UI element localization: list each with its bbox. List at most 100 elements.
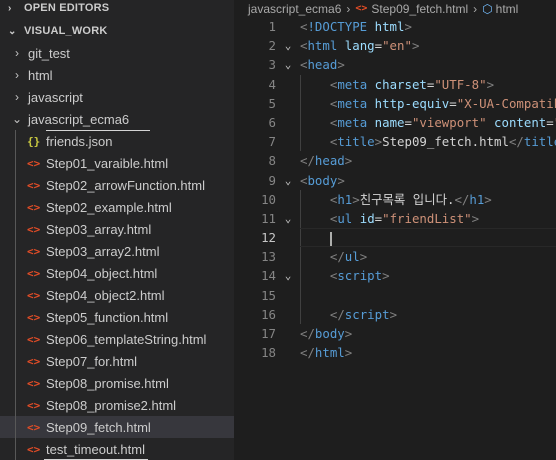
folder-item[interactable]: ⌄javascript_ecma6: [0, 108, 234, 130]
code-line[interactable]: 2⌄<html lang="en">: [234, 36, 556, 55]
file-item[interactable]: {}friends.json: [0, 130, 234, 152]
breadcrumb-file[interactable]: Step09_fetch.html: [371, 1, 469, 16]
fold-gutter: [276, 343, 300, 362]
code-content: <!DOCTYPE html>: [300, 17, 556, 36]
folder-item[interactable]: ›git_test: [0, 42, 234, 64]
code-line[interactable]: 14⌄<script>: [234, 266, 556, 286]
folder-item[interactable]: ›html: [0, 64, 234, 86]
file-item[interactable]: <>Step05_function.html: [0, 306, 234, 328]
code-line[interactable]: 1<!DOCTYPE html>: [234, 17, 556, 36]
code-token: html: [314, 345, 345, 361]
file-item[interactable]: <>Step08_promise.html: [0, 372, 234, 394]
code-line[interactable]: 7<title>Step09_fetch.html</title>: [234, 132, 556, 152]
code-line[interactable]: 9⌄<body>: [234, 171, 556, 190]
line-number: 3: [268, 57, 276, 73]
indent-guide: [300, 266, 301, 286]
code-content: </script>: [300, 304, 556, 324]
code-line[interactable]: 16</script>: [234, 304, 556, 324]
code-token: </: [329, 306, 345, 322]
html-file-icon: <>: [355, 3, 368, 14]
code-line[interactable]: 3⌄<head>: [234, 55, 556, 74]
line-number: 15: [261, 287, 276, 303]
chevron-right-icon: ›: [8, 2, 12, 14]
code-line[interactable]: 12: [234, 228, 556, 248]
code-token: >: [404, 19, 412, 34]
line-number: 2: [268, 38, 276, 54]
code-token: ul: [344, 249, 360, 265]
indent-guide: [15, 284, 16, 306]
code-line[interactable]: 18</html>: [234, 343, 556, 362]
code-line[interactable]: 4<meta charset="UTF-8">: [234, 74, 556, 94]
file-item[interactable]: <>Step02_arrowFunction.html: [0, 174, 234, 196]
code-token: <: [329, 114, 338, 130]
html-file-icon: <>: [27, 288, 41, 302]
file-item[interactable]: <>Step03_array.html: [0, 218, 234, 240]
fold-gutter: [276, 17, 300, 36]
open-editors-header[interactable]: › OPEN EDITORS: [0, 0, 234, 19]
indent-guide: [15, 328, 16, 350]
file-item[interactable]: <>test_timeout.html: [0, 438, 234, 460]
file-item[interactable]: <>Step03_array2.html: [0, 240, 234, 262]
html-file-icon: <>: [27, 354, 41, 368]
fold-chevron-icon[interactable]: ⌄: [284, 39, 292, 53]
open-editors-label: OPEN EDITORS: [24, 2, 110, 14]
code-content: <script>: [300, 266, 556, 286]
code-token: =: [374, 210, 383, 226]
code-token: Step09_fetch.html: [382, 134, 509, 150]
chevron-right-icon: ›: [346, 1, 351, 16]
fold-chevron-icon[interactable]: ⌄: [284, 58, 292, 72]
line-number: 17: [261, 326, 276, 341]
code-token: </: [508, 134, 524, 150]
code-line[interactable]: 15: [234, 285, 556, 305]
indent-guide: [300, 93, 301, 113]
fold-gutter: [276, 305, 300, 324]
code-line[interactable]: 5<meta http-equiv="X-UA-Compatible" cont…: [234, 93, 556, 113]
file-item[interactable]: <>Step09_fetch.html: [0, 416, 234, 438]
breadcrumb-symbol[interactable]: html: [495, 1, 519, 16]
chevron-right-icon: ›: [15, 68, 19, 82]
file-label: Step08_promise.html: [46, 375, 169, 391]
code-token: <: [329, 95, 338, 111]
file-item[interactable]: <>Step04_object.html: [0, 262, 234, 284]
code-line[interactable]: 8</head>: [234, 151, 556, 170]
fold-gutter: [276, 190, 300, 209]
html-file-icon: <>: [27, 156, 41, 170]
code-token: html: [374, 19, 405, 34]
file-item[interactable]: <>Step01_varaible.html: [0, 152, 234, 174]
fold-gutter: [276, 94, 300, 113]
fold-chevron-icon[interactable]: ⌄: [284, 269, 292, 283]
fold-chevron-icon[interactable]: ⌄: [284, 173, 292, 187]
code-token: script: [344, 306, 390, 322]
html-file-icon: <>: [27, 244, 41, 258]
chevron-down-icon: ⌄: [8, 25, 17, 37]
file-item[interactable]: <> Step02_example.html: [0, 196, 234, 218]
code-content: <meta name="viewport" content="width=dev…: [300, 112, 556, 133]
line-number: 9: [268, 172, 276, 188]
html-file-icon: <>: [27, 420, 41, 434]
code-line[interactable]: 10<h1>친구목록 입니다.</h1>: [234, 189, 556, 209]
indent-guide: [15, 438, 16, 460]
code-content: </body>: [300, 324, 556, 343]
file-item[interactable]: <>Step06_templateString.html: [0, 328, 234, 350]
workspace-header[interactable]: ⌄ VISUAL_WORK: [0, 20, 234, 42]
html-file-icon: <>: [27, 200, 41, 214]
code-line[interactable]: 13</ul>: [234, 247, 556, 267]
code-line[interactable]: 17 </body>: [234, 324, 556, 343]
indent-guide: [300, 132, 301, 152]
chevron-right-icon: ›: [15, 90, 19, 104]
code-line[interactable]: 6<meta name="viewport" content="width=de…: [234, 112, 556, 133]
fold-chevron-icon[interactable]: ⌄: [284, 211, 292, 225]
code-token: body: [314, 326, 345, 341]
file-item[interactable]: <>Step04_object2.html: [0, 284, 234, 306]
file-item[interactable]: <>Step07_for.html: [0, 350, 234, 372]
file-item[interactable]: <>Step08_promise2.html: [0, 394, 234, 416]
file-label: Step02_example.html: [46, 199, 172, 215]
line-number: 18: [261, 345, 276, 361]
code-editor[interactable]: javascript_ecma6 › <> Step09_fetch.html …: [234, 0, 556, 460]
breadcrumb-folder[interactable]: javascript_ecma6: [248, 1, 342, 16]
code-line[interactable]: 11⌄<ul id="friendList">: [234, 208, 556, 229]
folder-item[interactable]: ›javascript: [0, 86, 234, 108]
code-token: <: [300, 57, 308, 73]
indent-guide: [300, 208, 301, 229]
code-area[interactable]: 1<!DOCTYPE html>2⌄<html lang="en">3⌄<hea…: [234, 17, 556, 362]
